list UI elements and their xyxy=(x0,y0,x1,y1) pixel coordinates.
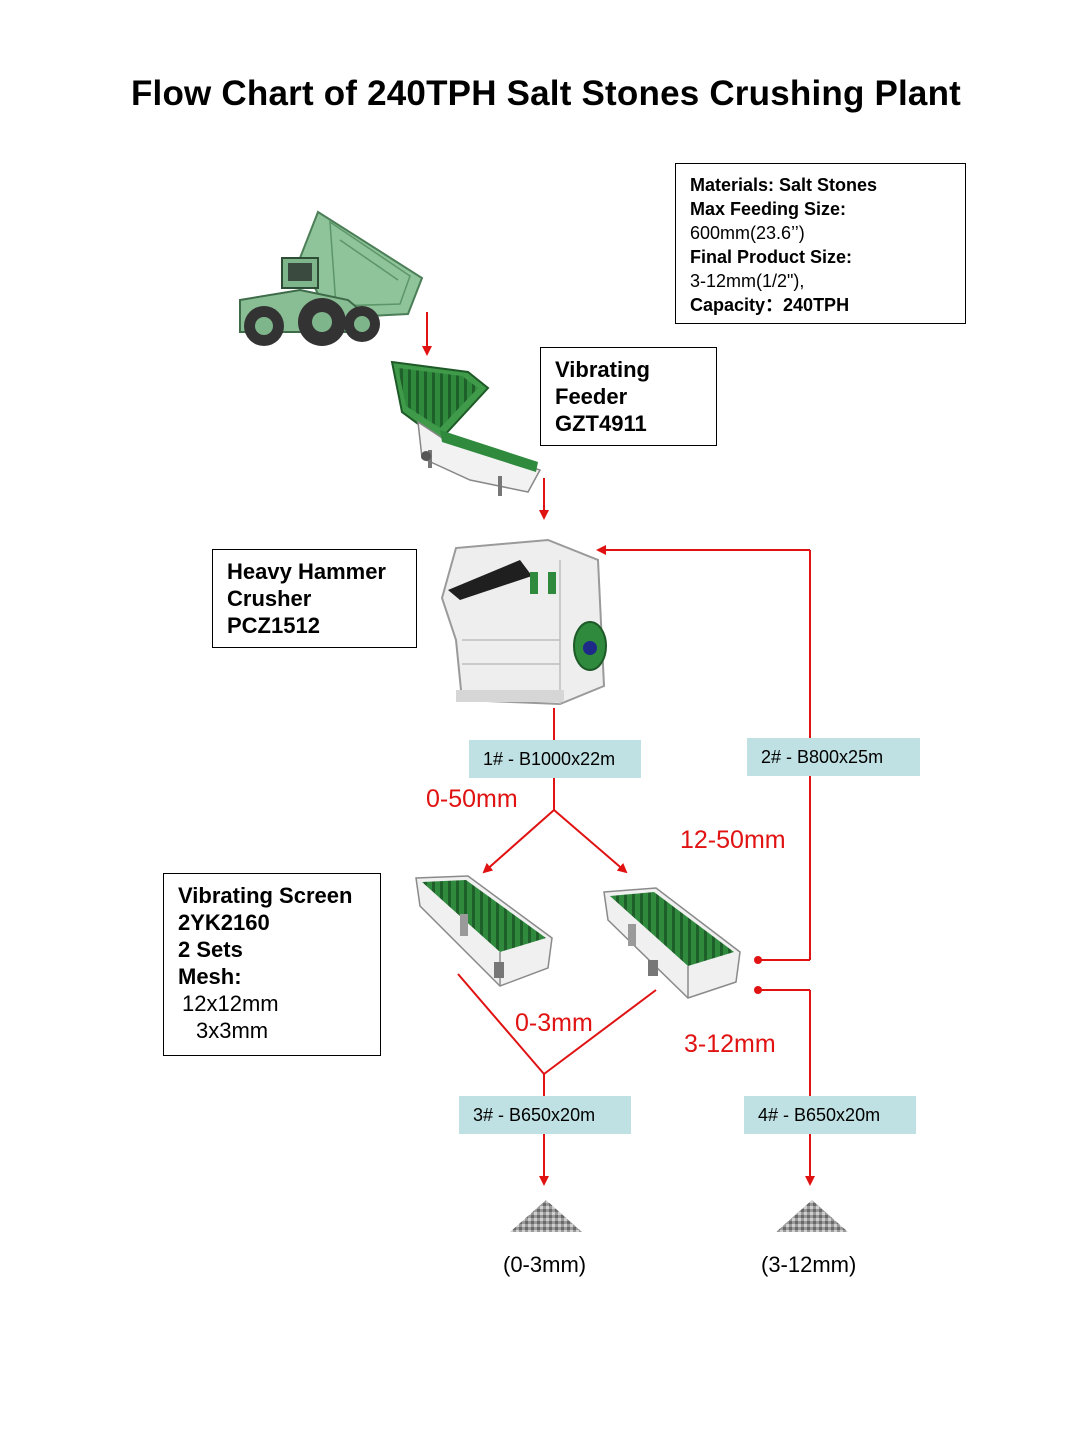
feeder-name-line2: Feeder xyxy=(555,384,628,409)
stone-pile-icon xyxy=(510,1200,582,1232)
product-label-3-12: (3-12mm) xyxy=(761,1252,857,1277)
crusher-name-line2: Crusher xyxy=(227,586,312,611)
crusher-label-box: Heavy Hammer Crusher PCZ1512 xyxy=(212,549,417,648)
belt-3-label: 3# - B650x20m xyxy=(459,1096,631,1134)
screen-mesh-1: 12x12mm xyxy=(182,991,279,1016)
materials-info-box: Materials: Salt Stones Max Feeding Size:… xyxy=(675,163,966,324)
feeder-label-box: Vibrating Feeder GZT4911 xyxy=(540,347,717,446)
size-label-3-12: 3-12mm xyxy=(684,1030,776,1058)
screen-mesh-label: Mesh: xyxy=(178,964,242,989)
belt-1-label: 1# - B1000x22m xyxy=(469,740,641,778)
flow-connectors xyxy=(422,312,815,1186)
vibrating-screen-icon xyxy=(603,887,741,999)
page-title: Flow Chart of 240TPH Salt Stones Crushin… xyxy=(130,74,962,113)
crusher-model: PCZ1512 xyxy=(227,613,320,638)
vibrating-screen-icon xyxy=(415,875,553,987)
size-label-12-50: 12-50mm xyxy=(680,826,786,854)
feeder-name-line1: Vibrating xyxy=(555,357,650,382)
screen-sets: 2 Sets xyxy=(178,937,243,962)
max-feeding-label: Max Feeding Size: xyxy=(690,199,847,219)
vibrating-feeder-icon xyxy=(390,360,542,496)
screen-model: 2YK2160 xyxy=(178,910,270,935)
screen-mesh-2: 3x3mm xyxy=(196,1018,269,1043)
belt-4-label: 4# - B650x20m xyxy=(744,1096,916,1134)
crusher-name-line1: Heavy Hammer xyxy=(227,559,386,584)
belt-2-label: 2# - B800x25m xyxy=(747,738,920,776)
size-label-0-50: 0-50mm xyxy=(426,785,518,813)
materials-label: Materials: Salt Stones xyxy=(690,175,878,195)
screen-name: Vibrating Screen xyxy=(178,883,353,908)
screen-label-box: Vibrating Screen 2YK2160 2 Sets Mesh: 12… xyxy=(163,873,381,1056)
max-feeding-value: 600mm(23.6’’) xyxy=(690,223,805,243)
final-product-value: 3-12mm(1/2"), xyxy=(690,271,805,291)
final-product-label: Final Product Size: xyxy=(690,247,853,267)
feeder-model: GZT4911 xyxy=(555,411,647,436)
stone-pile-icon xyxy=(776,1200,848,1232)
capacity-label: Capacity：240TPH xyxy=(690,295,850,315)
impact-crusher-icon xyxy=(440,538,607,706)
dump-truck-icon xyxy=(239,210,424,346)
product-label-0-3: (0-3mm) xyxy=(503,1252,587,1277)
size-label-0-3: 0-3mm xyxy=(515,1009,593,1037)
